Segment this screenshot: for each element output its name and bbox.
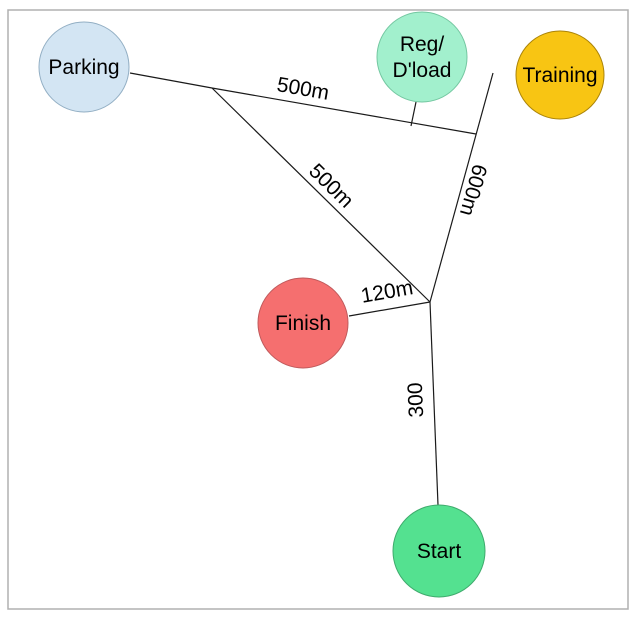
node-label-line: Parking xyxy=(48,56,119,79)
node-reg-dload[interactable] xyxy=(376,11,468,103)
node-label-finish: Finish xyxy=(275,312,331,335)
node-parking[interactable] xyxy=(38,21,130,113)
edge-training-junction[interactable] xyxy=(429,72,494,303)
node-training[interactable] xyxy=(515,30,605,120)
edge-parking-fork[interactable] xyxy=(129,72,213,89)
node-label-line: Start xyxy=(417,540,462,563)
edge-junction-start[interactable] xyxy=(429,301,439,506)
node-start[interactable] xyxy=(392,504,486,598)
node-label-start: Start xyxy=(417,540,462,563)
node-label-line: Reg/ xyxy=(400,33,445,56)
node-label-parking: Parking xyxy=(48,56,119,79)
node-finish[interactable] xyxy=(257,277,349,369)
node-label-reg-dload: Reg/D'load xyxy=(393,33,452,82)
edge-fork-junction[interactable] xyxy=(211,87,431,303)
node-label-line: D'load xyxy=(393,59,452,82)
frame-border xyxy=(7,9,629,610)
edge-fork-regline[interactable] xyxy=(211,87,477,135)
node-label-line: Training xyxy=(522,64,597,87)
edge-label-junction-start: 300 xyxy=(404,382,428,418)
node-label-training: Training xyxy=(522,64,597,87)
edge-reg-connector[interactable] xyxy=(410,101,417,127)
edge-finish-junction[interactable] xyxy=(348,301,431,317)
node-label-line: Finish xyxy=(275,312,331,335)
